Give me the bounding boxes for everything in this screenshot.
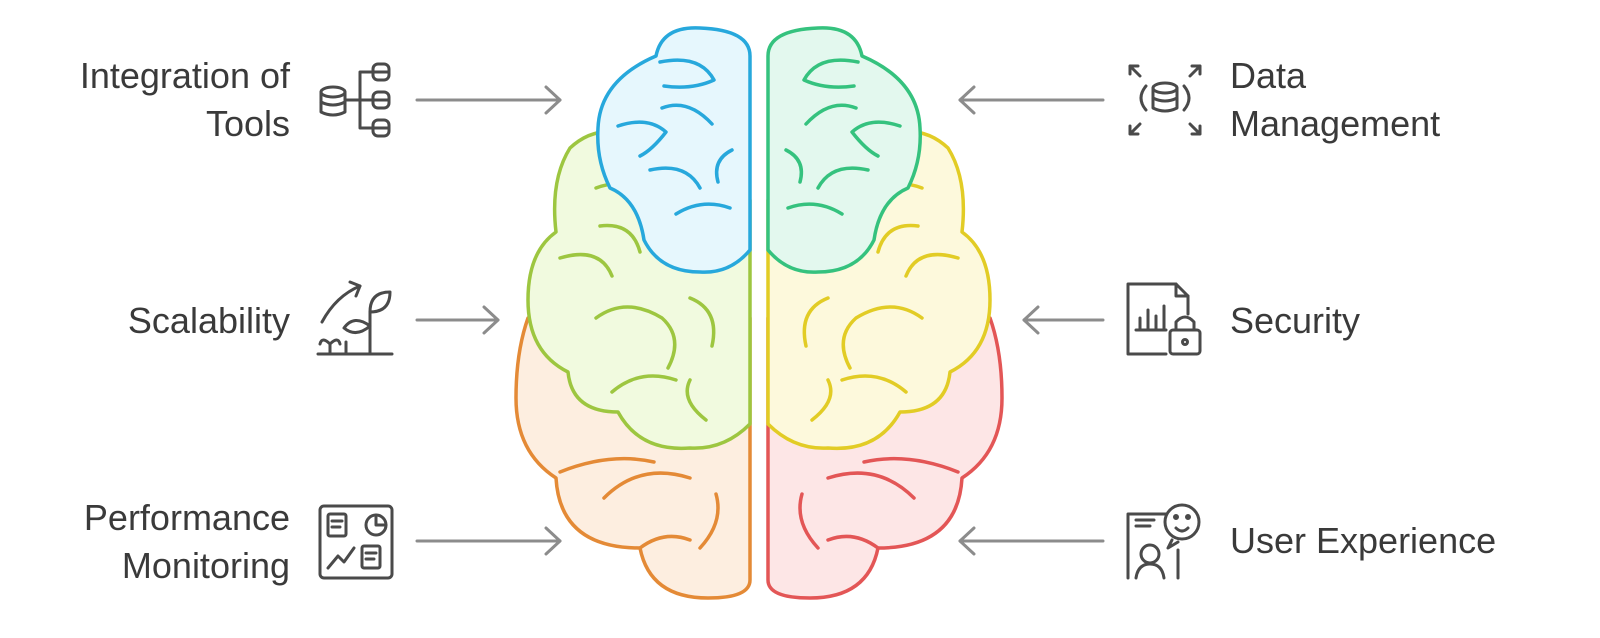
brain-lobe-right-top (766, 26, 922, 274)
label-integration-line-1: Integration of (79, 55, 290, 96)
growth-plant-icon (316, 280, 394, 356)
label-integration-of-tools: Integration of Tools (80, 52, 290, 148)
user-feedback-icon (1126, 503, 1201, 580)
dashboard-monitor-icon (318, 504, 394, 580)
label-scalability: Scalability (128, 297, 290, 345)
label-performance-line-1: Performance (83, 497, 290, 538)
label-performance-monitoring: Performance Monitoring (84, 494, 290, 590)
label-data-management-line-2: Management (1230, 103, 1441, 144)
arrow-security (1022, 305, 1105, 335)
secure-document-icon (1126, 282, 1202, 356)
label-user-experience: User Experience (1230, 517, 1496, 565)
arrow-performance (415, 526, 562, 556)
label-user-experience-line-1: User Experience (1230, 520, 1497, 561)
arrow-scalability (415, 305, 500, 335)
label-performance-line-2: Monitoring (121, 545, 290, 586)
arrow-integration (415, 85, 562, 115)
database-expand-icon (1128, 64, 1202, 136)
label-security-line-1: Security (1230, 300, 1361, 341)
label-scalability-line-1: Scalability (127, 300, 290, 341)
label-security: Security (1230, 297, 1360, 345)
label-data-management: Data Management (1230, 52, 1440, 148)
arrow-user-experience (958, 526, 1105, 556)
arrow-data-management (958, 85, 1105, 115)
database-stack-icon (319, 62, 391, 138)
label-data-management-line-1: Data (1230, 55, 1307, 96)
label-integration-line-2: Tools (205, 103, 290, 144)
brain-lobe-left-top (596, 26, 752, 274)
